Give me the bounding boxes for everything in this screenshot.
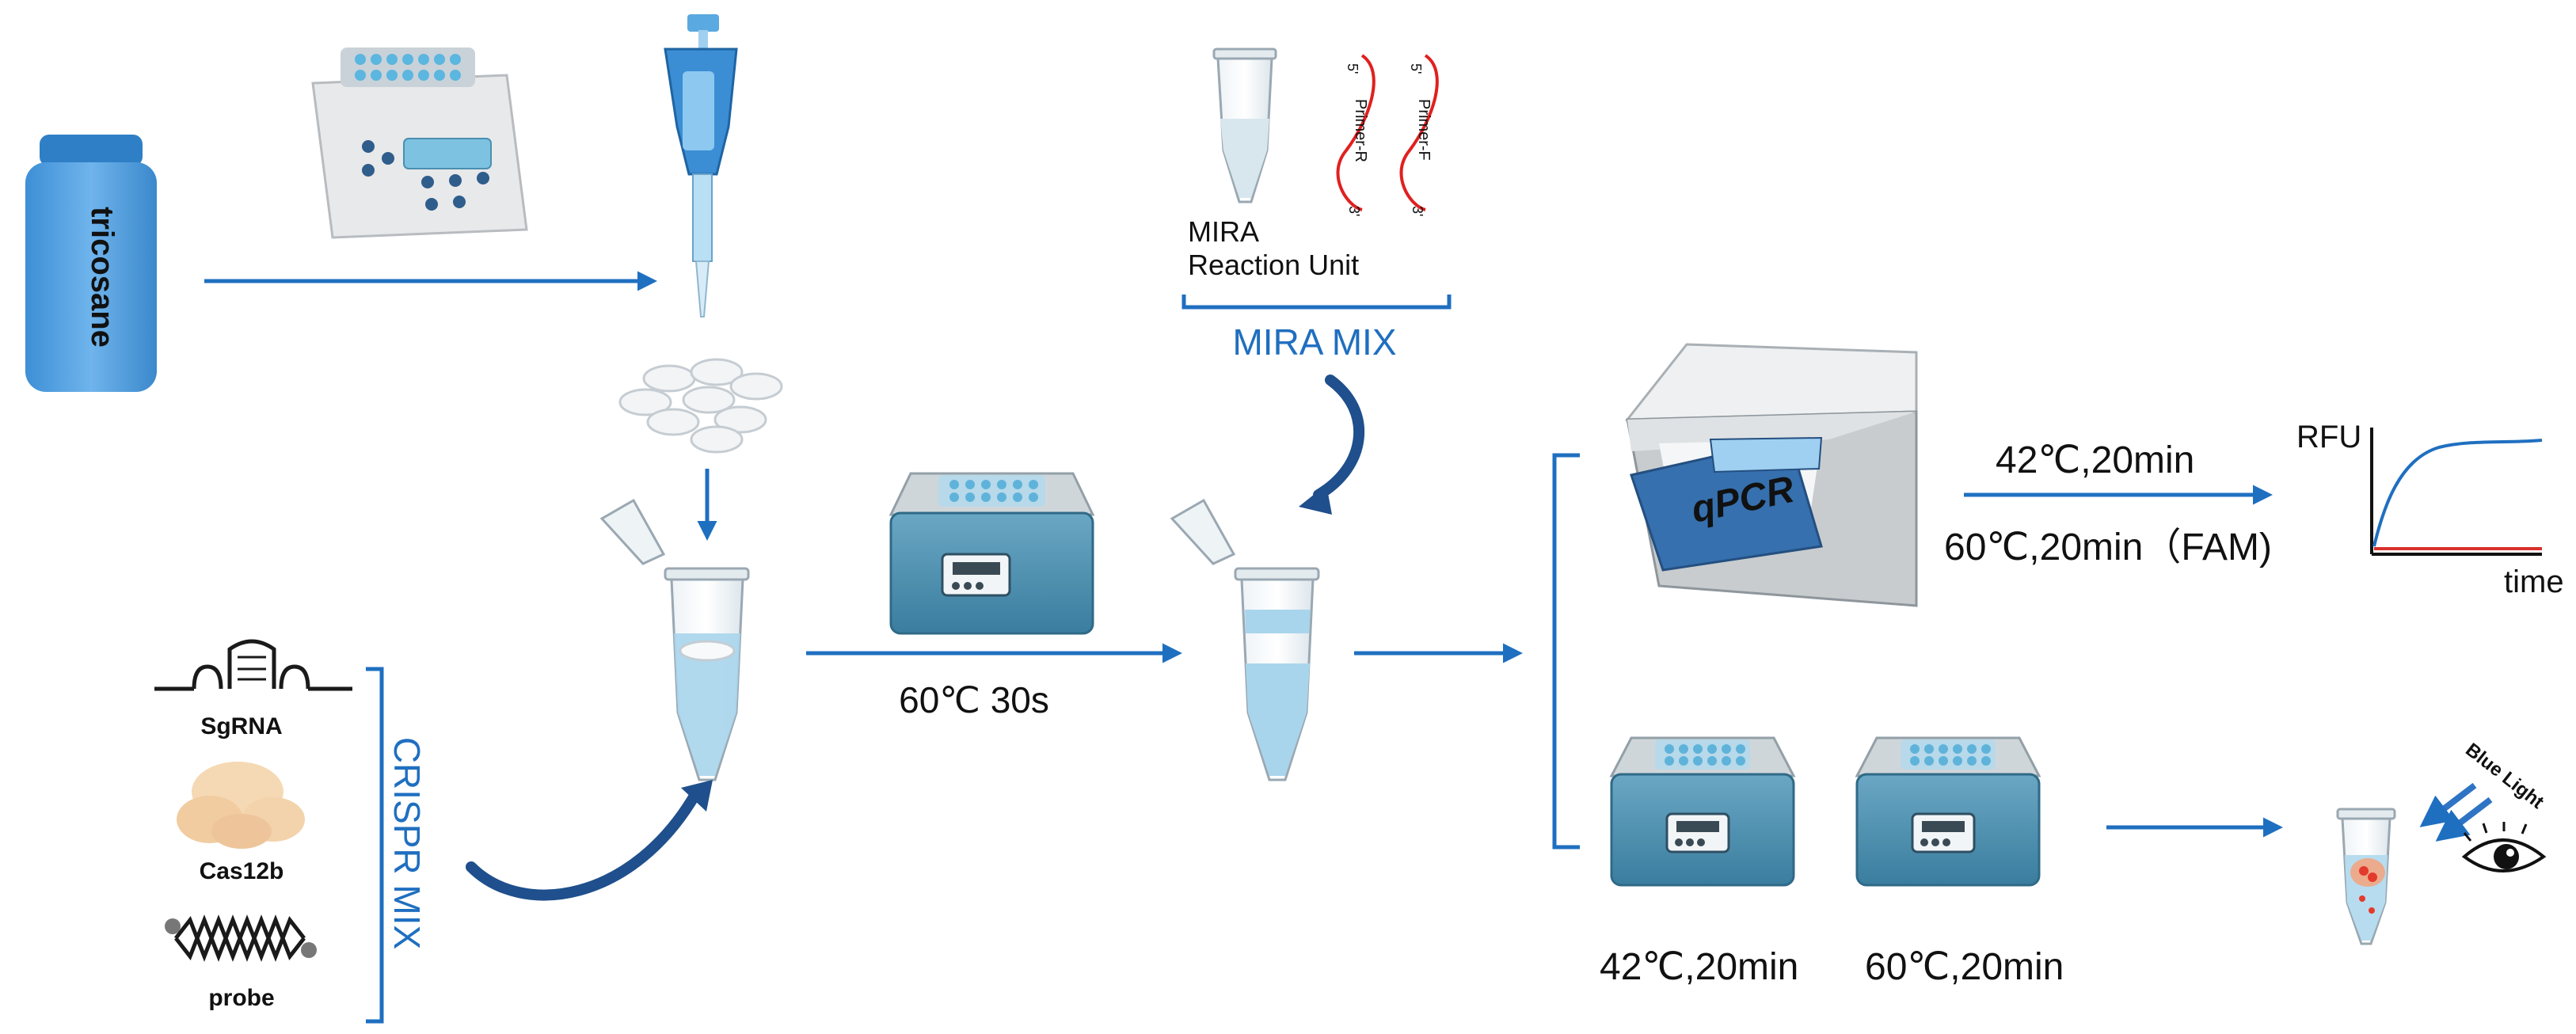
- primer-r-strand: 5' Primer-R 3': [1336, 54, 1376, 216]
- heat-step-label: 60℃ 30s: [899, 679, 1049, 720]
- svg-text:3': 3': [1410, 206, 1425, 216]
- qpcr-machine-icon: qPCR: [1624, 343, 1918, 607]
- bottle-icon: tricosane: [25, 135, 157, 392]
- pipette-icon: [664, 14, 738, 317]
- time-axis-label: time: [2504, 565, 2564, 599]
- bottle-label: tricosane: [85, 207, 120, 348]
- svg-text:5': 5': [1408, 63, 1424, 74]
- svg-text:3': 3': [1346, 206, 1362, 216]
- blue-light-arrows: [2419, 782, 2493, 842]
- blue-light-label: Blue Light: [2461, 739, 2547, 813]
- qpcr-condition-2: 60℃,20min（FAM): [1944, 527, 2272, 568]
- probe-label: probe: [208, 985, 274, 1011]
- crispr-bracket: [366, 667, 384, 1024]
- svg-text:5': 5': [1345, 63, 1360, 74]
- block-condition-1: 42℃,20min: [1600, 946, 1798, 988]
- crispr-mix-label: CRISPR MIX: [386, 737, 428, 949]
- heat-block-icon: [888, 472, 1095, 635]
- qpcr-condition-1: 42℃,20min: [1996, 439, 2194, 481]
- arrow-crispr-head: [681, 780, 713, 812]
- primer-r-label: Primer-R: [1352, 99, 1369, 162]
- mira-mix-label: MIRA MIX: [1232, 321, 1396, 363]
- probe-icon: [165, 914, 317, 962]
- sgrna-label: SgRNA: [200, 713, 282, 739]
- block-condition-2: 60℃,20min: [1865, 946, 2064, 988]
- rfu-axis-label: RFU: [2296, 420, 2361, 454]
- eye-icon: [2461, 822, 2547, 872]
- mira-tube-label-2: Reaction Unit: [1188, 249, 1359, 281]
- arrow-mira-head: [1299, 485, 1332, 515]
- pellets-icon: [618, 358, 783, 454]
- tube-icon: [2336, 808, 2396, 945]
- mira-tube-label-1: MIRA: [1188, 215, 1259, 248]
- primer-f-strand: 5' Primer-F 3': [1399, 54, 1439, 216]
- arrow-mira-to-tube: [1313, 374, 1365, 500]
- primer-f-label: Primer-F: [1415, 99, 1433, 161]
- detection-bracket: [1552, 453, 1580, 850]
- heat-block-icon: [1609, 736, 1796, 887]
- thermomixer-icon: [311, 48, 528, 239]
- cas12b-icon: [177, 762, 305, 849]
- tube-icon: [599, 498, 750, 781]
- arrow-crispr-to-tube: [466, 786, 702, 901]
- heat-block-icon: [1855, 736, 2041, 887]
- cas12b-label: Cas12b: [200, 858, 284, 884]
- mira-bracket: [1181, 295, 1452, 310]
- tube-icon: [1170, 498, 1320, 781]
- rfu-graph: RFU time: [2296, 420, 2564, 599]
- sgrna-icon: [154, 639, 352, 691]
- mira-tube-icon: [1212, 48, 1277, 203]
